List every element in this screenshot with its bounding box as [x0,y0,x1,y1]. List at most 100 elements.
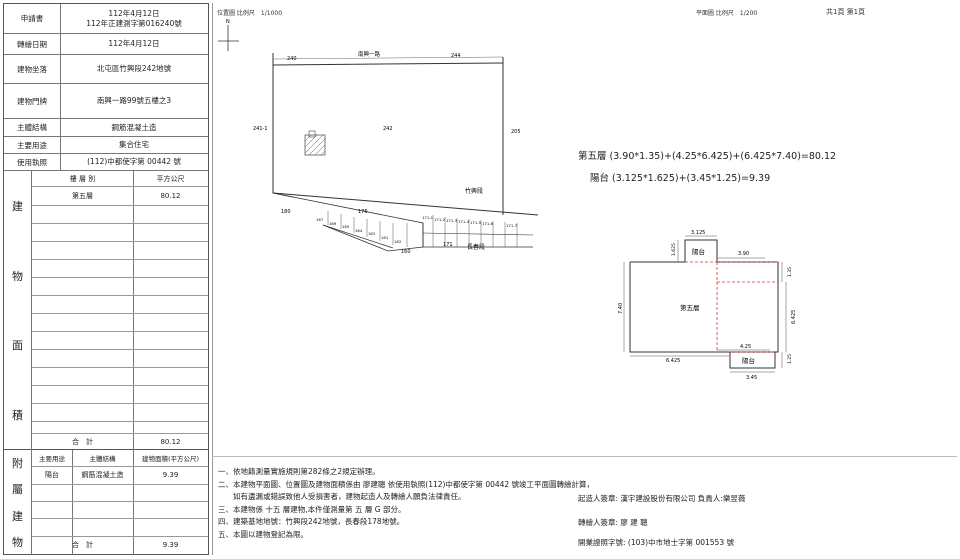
applicant-label: 申請書 [4,4,61,33]
annex-row-area: 9.39 [162,471,179,479]
note-item: 一、依地籍測量實施規則第282條之2規定辦理。 [218,467,380,476]
annex-row-use: 陽台 [45,471,59,479]
dim-125: 1.25 [787,354,793,364]
license-number: 開業證照字號: (103)中市地士字第 001553 號 [578,538,734,547]
floor-row-name: 第五層 [72,191,93,200]
area-section-label: 建 物 面 積 [4,171,32,450]
right-lot-label: 171-1 [422,215,434,220]
area-section: 建 物 面 積 樓 層 別 平方公尺 第五層 80.12 [4,171,208,450]
small-lot-label: 162 [394,239,402,244]
transfer-date: 112年4月12日 [108,39,160,48]
lot-242: 242 [383,126,393,132]
lot-171: 171 [443,242,453,248]
floor-plan-drawing: 陽台 陽台 第五層 3.125 1.625 3.90 1.35 7.40 6.4… [618,230,797,381]
location-label: 建物坐落 [4,55,61,83]
transfer-label: 轉繪日期 [4,34,61,54]
section-name: 竹興段 [465,187,483,195]
dim-345: 3.45 [746,375,757,381]
building-info-table: 申請書 112年4月12日 112年正建測字第016240號 轉繪日期 112年… [3,3,209,555]
door-label: 建物門牌 [4,84,61,118]
permit-row: 使用執照 (112)中都使字第 00442 號 [4,154,208,171]
north-label: N [226,19,230,25]
transfer-row: 轉繪日期 112年4月12日 [4,34,208,55]
door-value: 南興一路99號五樓之3 [96,96,172,105]
dim-1625: 1.625 [671,243,677,256]
right-lot-label: 171-6 [482,221,494,226]
annex-header-structure: 主體結構 [89,455,116,463]
location-row: 建物坐落 北屯區竹興段242地號 [4,55,208,84]
dim-135: 1.35 [787,267,793,277]
balcony-formula: 陽台 (3.125*1.625)+(3.45*1.25)=9.39 [590,173,771,184]
note-item: 三、本建物係 十五 層建物,本件僅測量第 五 層 G 部分。 [218,504,406,514]
balcony-bottom-label: 陽台 [742,356,755,365]
notes-divider [212,456,957,457]
area-header: 平方公尺 [156,174,185,183]
small-lot-label: 164 [355,228,363,233]
structure-label: 主體結構 [4,119,61,136]
drafter-signature: 轉繪人簽章: 廖 建 聰 [578,518,648,527]
fifth-floor-formula: 第五層 (3.90*1.35)+(4.25*6.425)+(6.425*7.40… [578,151,837,162]
annex-section-label: 附 屬 建 物 [4,450,32,555]
small-lot-label: 167 [316,217,324,222]
floor-plan-scale: 平面圖 比例尺 1/200 [696,10,758,17]
annex-grid: 主要用途 主體結構 建物面積(平方公尺) 陽台 鋼筋混凝土造 9.39 合 計 … [32,450,208,555]
road-top-label: 南興一路 [358,50,381,58]
site-location-plan: N [218,19,539,255]
floor-header: 樓 層 別 [69,174,96,183]
use-label: 主要用途 [4,137,61,153]
floor-row-area: 80.12 [160,191,181,200]
lot-240: 240 [287,56,297,62]
note-item: 如有遺漏或錯誤致他人受損害者，建物起造人及轉繪人願負法律責任。 [218,492,466,501]
lot-241-1: 241-1 [253,126,268,132]
builder-signature: 起造人簽章: 漢宇建設股份有限公司 負責人:樂昱薇 [578,494,746,503]
lot-176: 176 [358,209,368,215]
dim-740: 7.40 [618,303,624,314]
structure-value: 鋼筋混凝土造 [111,122,157,132]
small-lot-label: 169 [329,221,337,226]
door-row: 建物門牌 南興一路99號五樓之3 [4,84,208,119]
building-hatch [304,130,326,156]
lot-180: 180 [281,209,291,215]
applicant-row: 申請書 112年4月12日 112年正建測字第016240號 [4,4,208,34]
fifth-floor-label: 第五層 [680,303,700,312]
small-lot-label: 163 [368,231,376,236]
right-lot-label: 171-2 [434,217,446,222]
north-arrow-icon: N [218,19,239,51]
structure-row: 主體結構 鋼筋混凝土造 [4,119,208,137]
dim-6425-horizontal: 6.425 [666,358,680,364]
page-info: 共1頁 第1頁 [826,8,866,16]
lot-160: 160 [401,249,411,255]
applicant-date: 112年4月12日 [108,8,160,18]
dim-3125: 3.125 [691,230,705,236]
right-lot-label: 171-7 [506,223,518,228]
use-value: 集合住宅 [119,140,149,149]
dim-425: 4.25 [740,344,751,350]
note-item: 四、建築基地地號：竹興段242地號，長春段178地號。 [218,517,405,526]
note-item: 二、本建物平面圖、位置圖及建物面積係由 廖建聰 依使用執照(112)中都使字第 … [218,479,595,489]
right-lot-label: 171-4 [458,219,470,224]
annex-header-area: 建物面積(平方公尺) [141,455,200,463]
lot-205: 205 [511,129,521,135]
right-lot-label: 171-5 [470,220,482,225]
annex-header-use: 主要用途 [39,455,65,463]
balcony-top-label: 陽台 [692,247,705,256]
right-lot-label: 171-3 [446,218,458,223]
small-lot-label: 165 [342,224,350,229]
area-total-label: 合 計 [72,437,93,446]
location-plan-scale: 位置圖 比例尺 1/1000 [217,10,283,17]
area-grid: 樓 層 別 平方公尺 第五層 80.12 合 計 [32,171,208,450]
location-value: 北屯區竹興段242地號 [96,64,172,73]
applicant-number: 112年正建測字第016240號 [86,18,182,28]
notes-list: 一、依地籍測量實施規則第282條之2規定辦理。 二、本建物平面圖、位置圖及建物面… [218,466,594,541]
note-item: 五、本圖以建物登記為限。 [218,529,308,539]
lot-244: 244 [451,53,461,59]
area-total-value: 80.12 [160,437,181,446]
annex-section: 附 屬 建 物 主要用途 主體結構 建物面積(平方公尺) 陽台 鋼筋混凝土造 9… [4,450,208,555]
dim-390: 3.90 [738,251,749,257]
road-bottom-label: 長春段 [467,243,485,251]
dim-6425-vertical: 6.425 [791,310,797,324]
annex-row-structure: 鋼筋混凝土造 [81,471,124,479]
permit-value: (112)中都使字第 00442 號 [87,157,181,166]
annex-total-value: 9.39 [162,541,179,549]
